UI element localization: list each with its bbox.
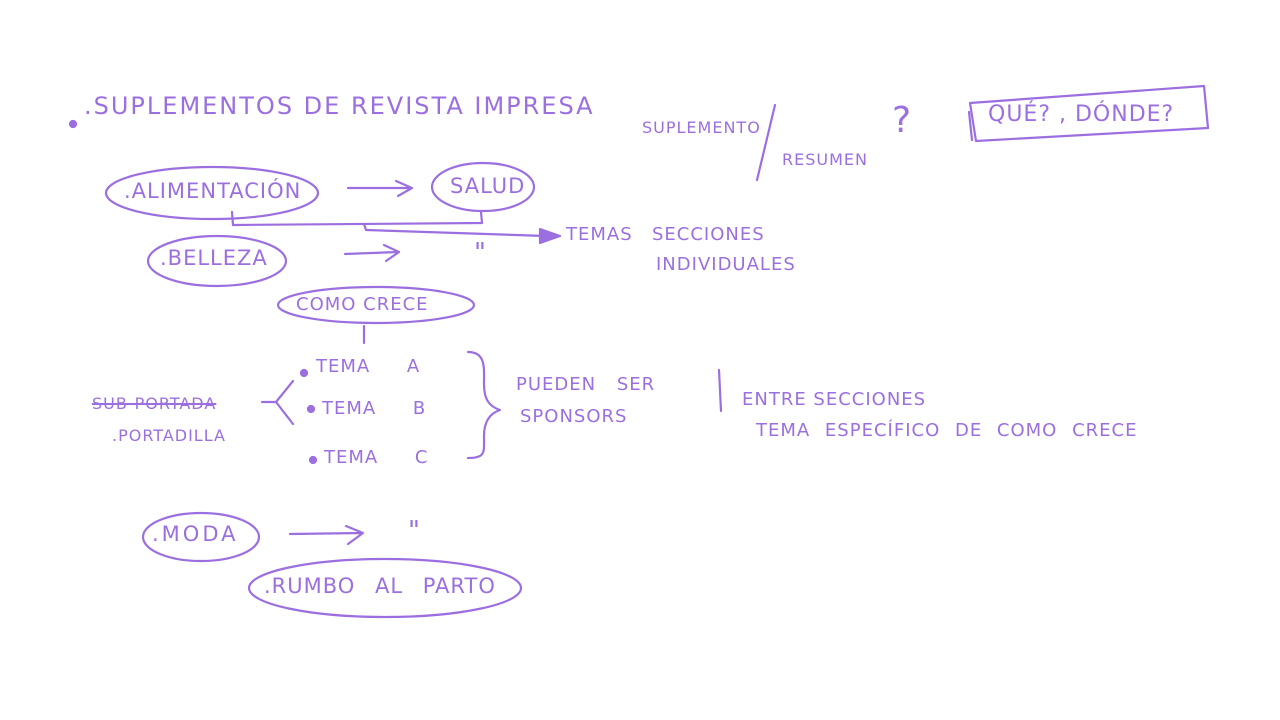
connector-line-temas bbox=[362, 222, 548, 238]
label-salud: SALUD bbox=[450, 174, 526, 198]
salud-oval bbox=[430, 161, 536, 213]
label-belleza: .BELLEZA bbox=[160, 246, 268, 270]
label-sub-portada-struck: SUB-PORTADA bbox=[92, 394, 217, 413]
connector-arrowhead bbox=[538, 227, 562, 245]
bracket-connector bbox=[230, 210, 484, 227]
arrow-moda bbox=[288, 524, 365, 546]
label-tema-especifico: TEMA ESPECÍFICO DE COMO CRECE bbox=[756, 420, 1138, 441]
arrow-belleza bbox=[343, 243, 401, 263]
label-como-crece: COMO CRECE bbox=[296, 294, 429, 315]
vertical-divider bbox=[717, 368, 723, 413]
label-secciones: SECCIONES bbox=[652, 224, 765, 245]
label-portadilla: .PORTADILLA bbox=[112, 426, 226, 445]
label-tema-b: TEMA B bbox=[322, 398, 427, 419]
label-temas: TEMAS bbox=[566, 224, 633, 245]
como-crece-oval bbox=[276, 285, 476, 325]
label-individuales: INDIVIDUALES bbox=[656, 254, 796, 275]
arrow-to-portada bbox=[260, 379, 295, 426]
curly-brace bbox=[466, 350, 502, 460]
belleza-ditto-mark: " bbox=[474, 238, 487, 268]
moda-oval bbox=[141, 511, 261, 563]
note-resumen: RESUMEN bbox=[782, 150, 868, 169]
moda-ditto-mark: " bbox=[408, 516, 421, 546]
alimentacion-oval bbox=[104, 165, 320, 221]
label-tema-c: TEMA C bbox=[324, 447, 429, 468]
label-entre-secciones: ENTRE SECCIONES bbox=[742, 389, 927, 410]
label-tema-a: TEMA A bbox=[316, 356, 421, 377]
question-box-outline bbox=[968, 84, 1210, 143]
label-pueden-ser: PUEDEN SER bbox=[516, 374, 656, 395]
label-moda: .MODA bbox=[152, 522, 239, 546]
belleza-oval bbox=[146, 234, 288, 288]
label-alimentacion: .ALIMENTACIÓN bbox=[124, 179, 302, 203]
arrow-alimentacion-salud bbox=[346, 179, 414, 198]
tema-c-bullet bbox=[308, 455, 318, 465]
label-sponsors: SPONSORS bbox=[520, 406, 628, 427]
note-suplemento: SUPLEMENTO bbox=[642, 118, 761, 137]
tema-a-bullet bbox=[299, 368, 309, 378]
question-box-text: QUÉ? , DÓNDE? bbox=[988, 102, 1175, 127]
title-bullet bbox=[68, 119, 78, 129]
note-question-mark: ? bbox=[892, 100, 913, 141]
question-box-left-tick bbox=[967, 110, 974, 142]
tema-b-bullet bbox=[306, 404, 316, 414]
page-title: .SUPLEMENTOS DE REVISTA IMPRESA bbox=[84, 92, 595, 120]
label-rumbo-al-parto: .RUMBO AL PARTO bbox=[264, 574, 496, 598]
slash-divider bbox=[755, 103, 777, 182]
rumbo-oval bbox=[247, 557, 523, 619]
